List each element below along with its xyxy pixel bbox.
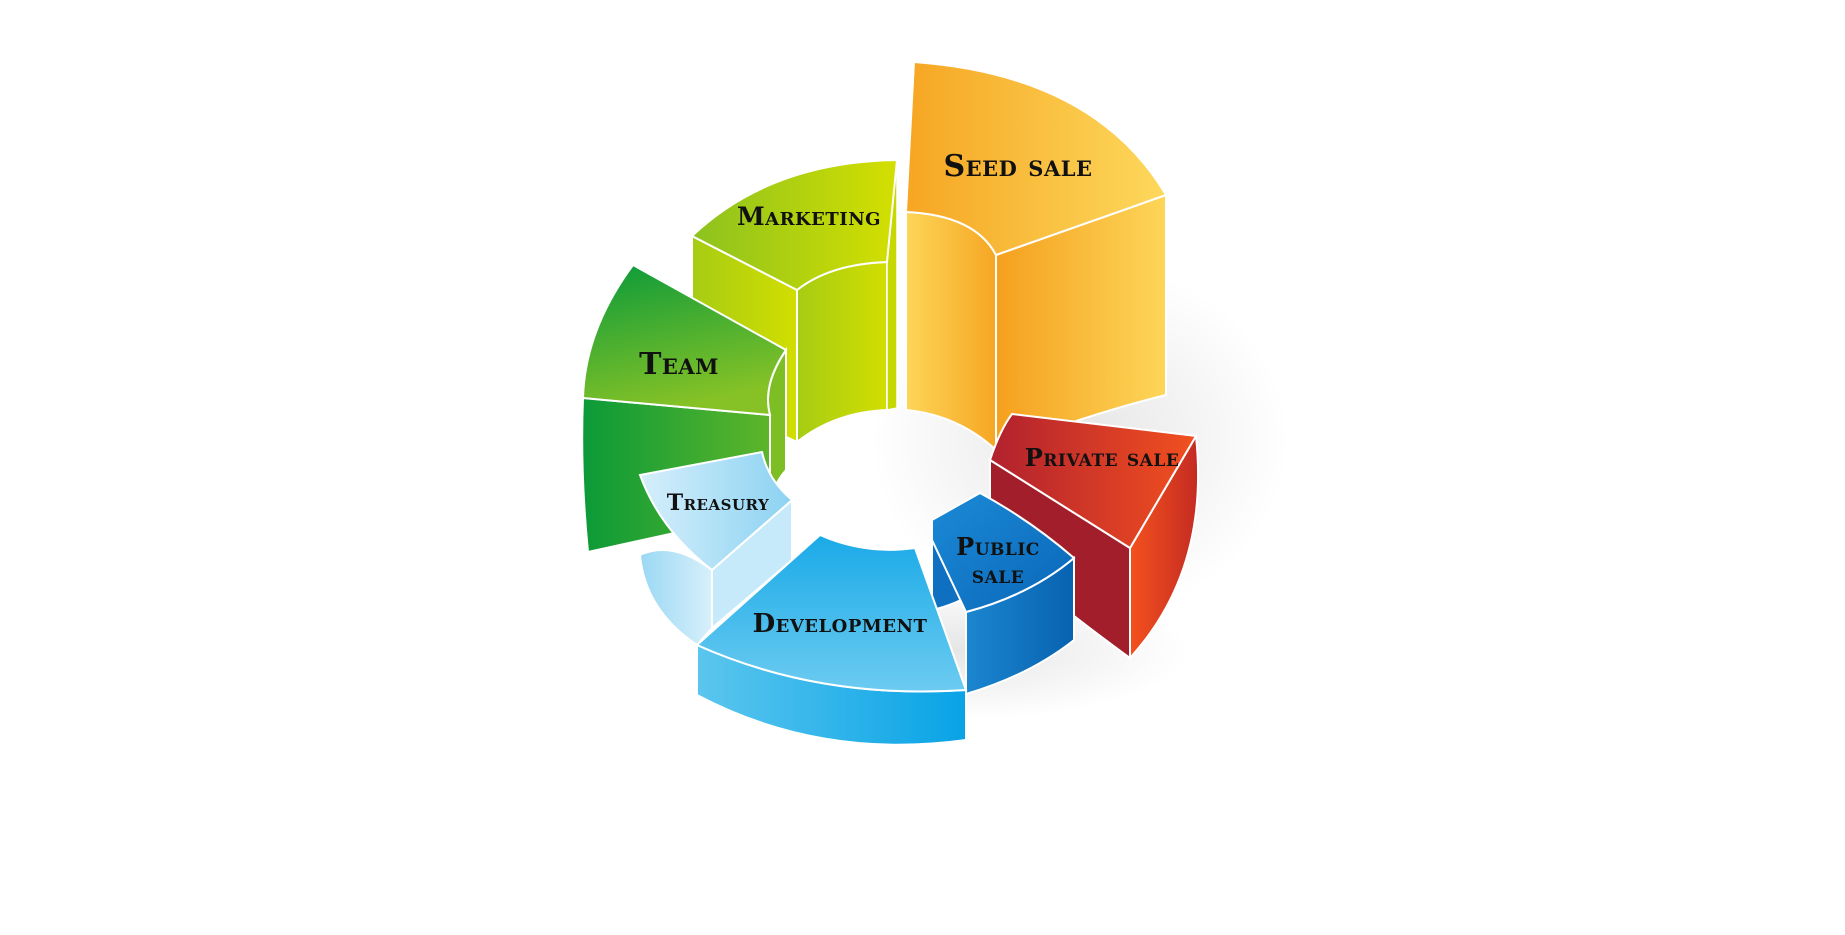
slice-seed-sale [904,60,1168,453]
slice-treasury [638,450,794,647]
label-public-sale-line: Public [956,532,1040,561]
segment-labels: Seed sale Marketing Team Private sale Tr… [639,149,1179,639]
label-public-sale-line: sale [972,560,1024,589]
treasury-side [638,549,713,647]
label-treasury: Treasury [667,490,770,516]
private-sale-side [1129,432,1200,661]
label-team: Team [639,347,719,382]
slice-public-sale [931,491,1076,696]
private-sale-top [988,412,1198,550]
label-private-sale: Private sale [1025,443,1180,472]
seed-sale-top [904,60,1168,257]
team-top [581,263,788,417]
label-seed-sale: Seed sale [943,149,1092,184]
treasury-top [638,450,794,572]
public-sale-top [931,491,1076,614]
label-marketing: Marketing [737,202,881,231]
development-top [695,533,968,693]
label-development: Development [753,609,928,639]
marketing-top [690,158,899,292]
slice-development [695,533,968,746]
